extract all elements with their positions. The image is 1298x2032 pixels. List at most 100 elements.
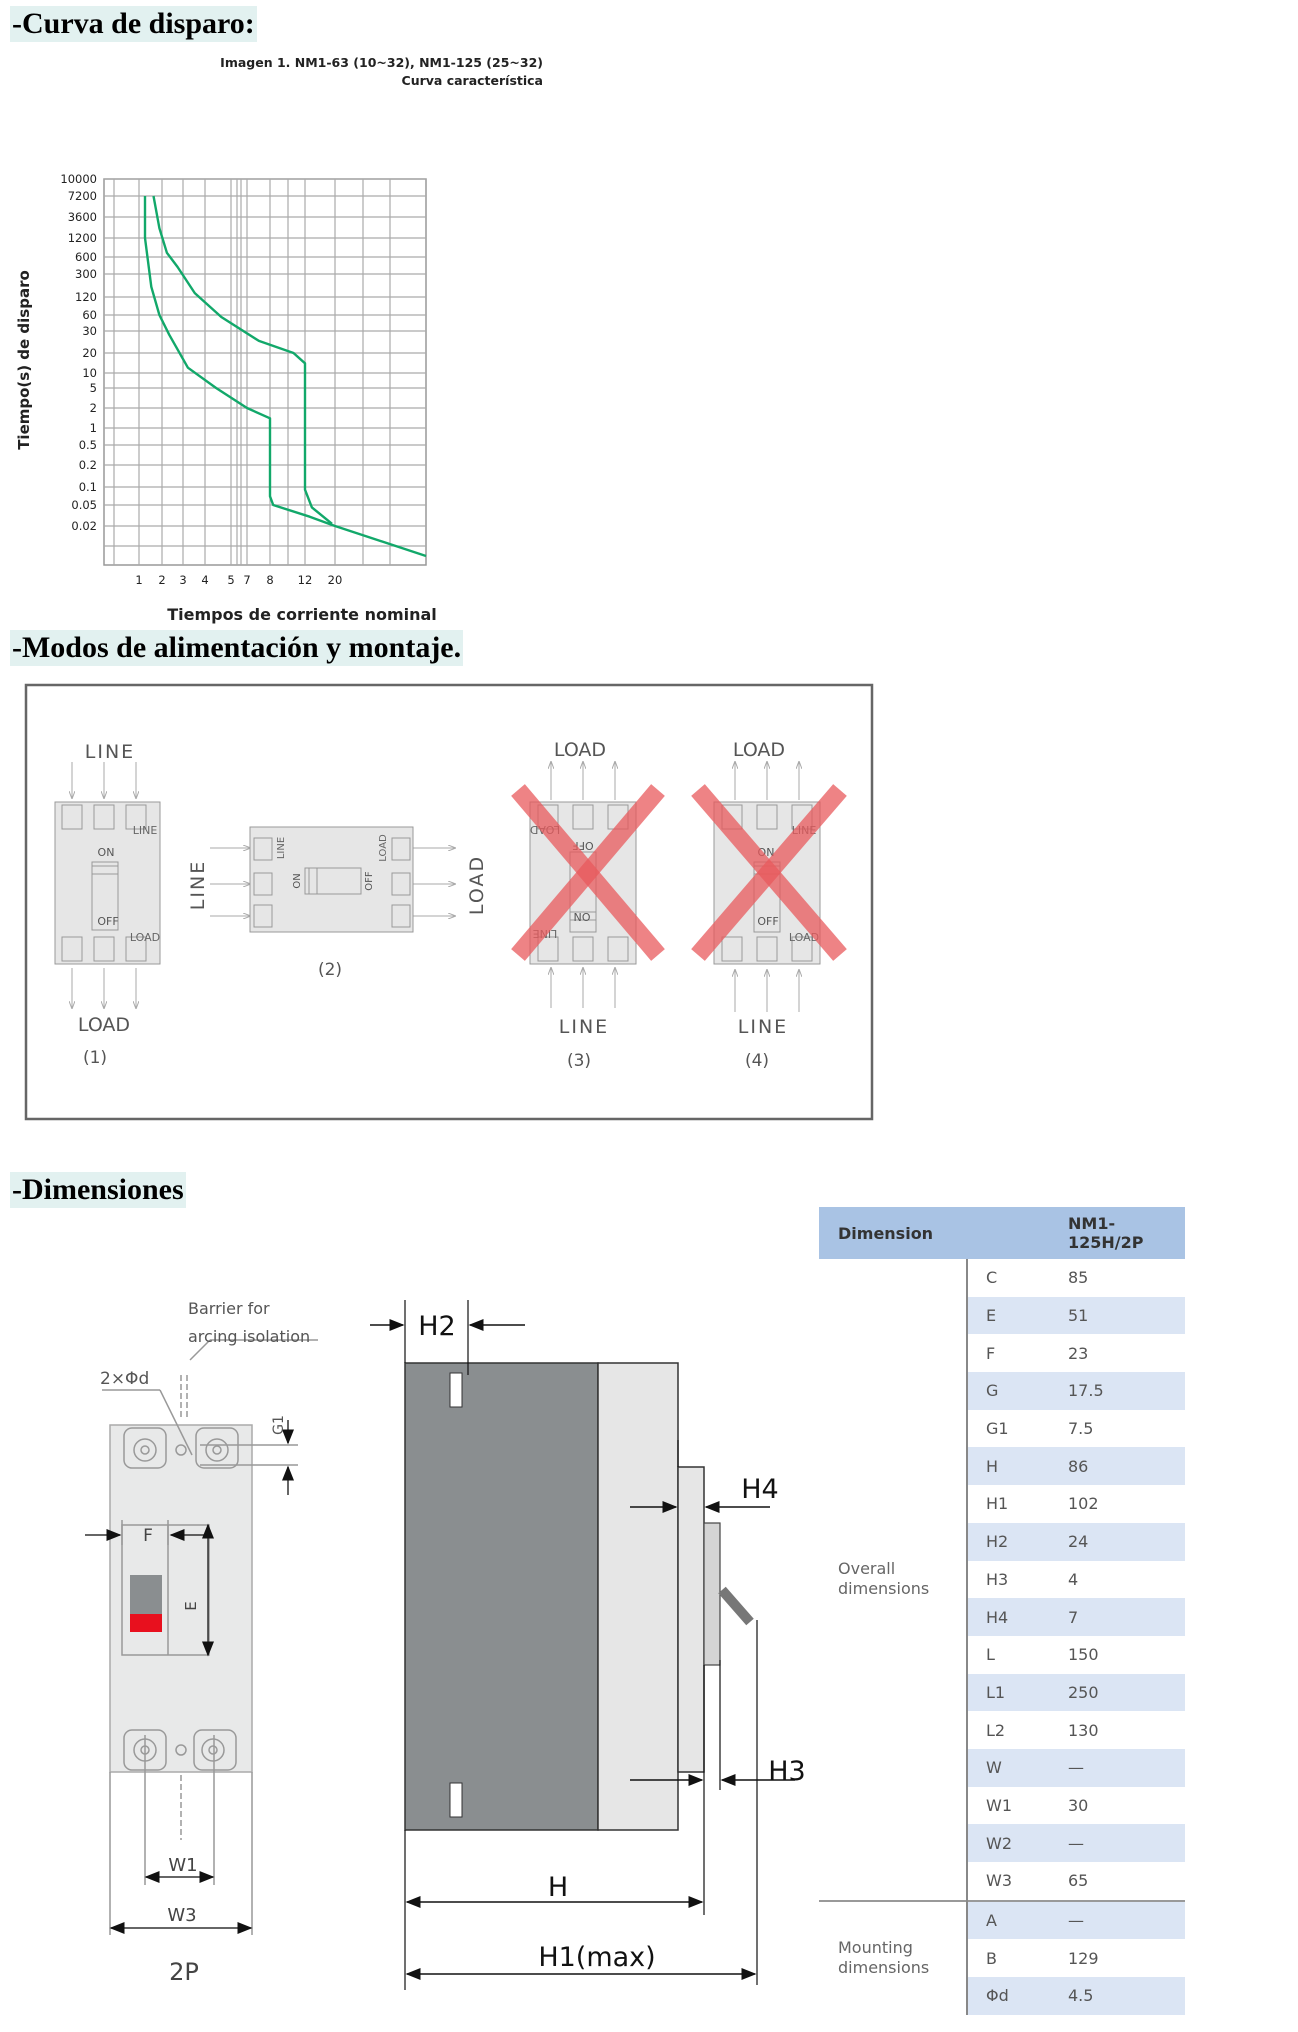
x-tick-label: 7 — [243, 573, 250, 587]
table-row: G1 7.5 — [819, 1409, 1185, 1448]
dimensions-heading: -Dimensiones — [10, 1172, 186, 1208]
header-dimension: Dimension — [819, 1207, 1056, 1259]
dimension-value: 30 — [1068, 1795, 1089, 1815]
y-tick-label: 0.05 — [71, 498, 97, 512]
dimension-key: H3 — [966, 1560, 1056, 1599]
dimension-key: A — [966, 1899, 1056, 1940]
dimension-value: 65 — [1068, 1871, 1089, 1891]
e-label: E — [182, 1601, 200, 1610]
table-row: W3 65 — [819, 1862, 1185, 1901]
table-row: H3 4 — [819, 1560, 1185, 1599]
y-tick-label: 0.02 — [71, 519, 97, 533]
y-tick-label: 1200 — [68, 231, 97, 245]
group-mounting-dimensions: Mounting dimensions — [819, 1899, 967, 2015]
mode2-on: ON — [292, 873, 303, 888]
mode4-off: OFF — [757, 915, 778, 928]
y-tick-label: 120 — [75, 290, 97, 304]
cross-icon — [511, 784, 665, 961]
group-overall-dimensions: Overall dimensions — [819, 1259, 967, 1901]
h4-label: H4 — [741, 1474, 778, 1505]
mode1-small-line: LINE — [133, 824, 158, 837]
y-tick-label: 20 — [82, 346, 97, 360]
trip-curve-heading: -Curva de disparo: — [10, 6, 257, 42]
y-tick-label: 3600 — [68, 210, 97, 224]
mode4-bottom-label: LINE — [738, 1016, 788, 1038]
dimension-value: 17.5 — [1056, 1372, 1185, 1410]
dimension-value: 24 — [1056, 1522, 1185, 1561]
x-axis-label: Tiempos de corriente nominal — [167, 605, 437, 624]
x-tick-label: 12 — [298, 573, 313, 587]
mode1-caption: (1) — [83, 1048, 107, 1068]
mode3-caption: (3) — [567, 1051, 591, 1071]
y-tick-label: 0.2 — [79, 458, 97, 472]
mode2-small-line: LINE — [276, 837, 287, 859]
dimension-key: W — [966, 1748, 1056, 1787]
dimension-value: — — [1056, 1899, 1185, 1940]
modes-diagram: LINE LINE ON OFF LOAD LOAD (1) LINE LOAD… — [24, 683, 874, 1121]
dimension-value: — — [1056, 1824, 1185, 1862]
dimension-key: W3 — [966, 1862, 1056, 1901]
h-label: H — [548, 1872, 568, 1903]
w3-label: W3 — [167, 1905, 196, 1926]
y-tick-label: 10 — [82, 366, 97, 380]
handle — [130, 1575, 162, 1614]
dimension-key: L1 — [966, 1673, 1056, 1712]
y-tick-label: 60 — [82, 308, 97, 322]
barrier-label-2: arcing isolation — [188, 1327, 310, 1346]
h3-label: H3 — [768, 1756, 805, 1787]
y-tick-labels: 10000720036001200600300120603020105210.5… — [60, 172, 97, 533]
y-tick-label: 2 — [90, 401, 97, 415]
mode2-caption: (2) — [318, 960, 342, 980]
trip-curve-chart: Imagen 1. NM1-63 (10~32), NM1-125 (25~32… — [15, 55, 543, 624]
dimension-key: W2 — [966, 1824, 1056, 1862]
dimension-key: G — [966, 1372, 1056, 1410]
front-view-drawing: Barrier for arcing isolation 2×Φd G1 F E… — [85, 1299, 318, 1986]
cross-icon — [691, 784, 847, 961]
mode4-top-label: LOAD — [733, 739, 785, 761]
w1-label: W1 — [168, 1855, 197, 1876]
plot-frame — [103, 178, 427, 566]
mode4-caption: (4) — [745, 1051, 769, 1071]
x-tick-label: 5 — [227, 573, 234, 587]
dimension-value: 85 — [1068, 1268, 1089, 1288]
mode2-right-label: LOAD — [466, 855, 488, 915]
dimension-key: Φd — [966, 1977, 1056, 2015]
mode1-on: ON — [98, 846, 115, 859]
dimension-value: 7 — [1056, 1598, 1185, 1636]
curve-lower-limit — [143, 196, 427, 558]
mode2-left-label: LINE — [187, 860, 209, 910]
mode2-small-load: LOAD — [378, 834, 389, 862]
dimension-value: 4 — [1068, 1569, 1079, 1589]
x-tick-label: 20 — [328, 573, 343, 587]
curves — [143, 195, 427, 558]
mode3-on: ON — [574, 910, 591, 923]
dimension-key: H2 — [966, 1522, 1056, 1561]
dimension-value: 51 — [1056, 1296, 1185, 1335]
mode1-top-label: LINE — [85, 741, 135, 763]
y-tick-label: 0.1 — [79, 480, 97, 494]
dimension-value: 4.5 — [1056, 1977, 1185, 2015]
table-row: W2— — [819, 1824, 1185, 1862]
x-tick-label: 2 — [158, 573, 165, 587]
curve-upper-limit — [152, 195, 333, 525]
handle-red-indicator — [130, 1614, 162, 1632]
mode-2 — [210, 826, 455, 933]
mode-1 — [54, 762, 161, 1008]
y-tick-label: 300 — [75, 267, 97, 281]
mode2-off: OFF — [364, 871, 375, 891]
dimension-value: 7.5 — [1068, 1419, 1094, 1439]
mode1-off: OFF — [97, 915, 118, 928]
dimension-key: G1 — [966, 1409, 1056, 1448]
